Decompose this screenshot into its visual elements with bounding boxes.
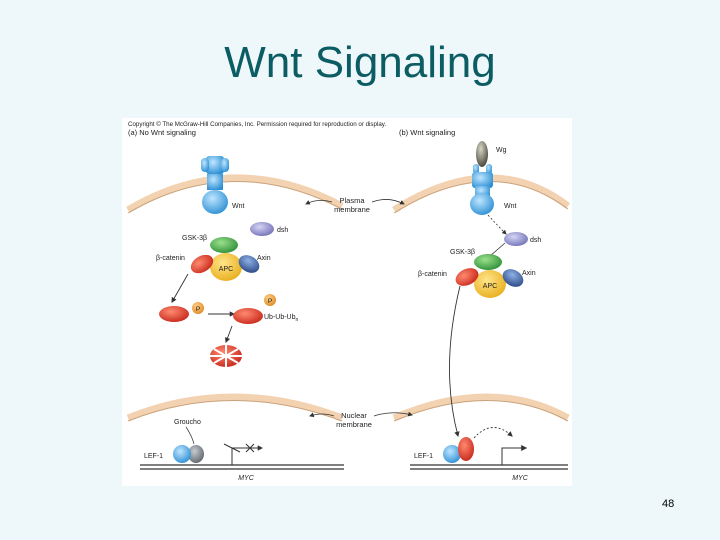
page-number: 48	[662, 498, 675, 510]
nuclear-membrane-label-1: Nuclear	[341, 411, 367, 420]
myc-label-b: MYC	[512, 475, 529, 482]
apc-a	[210, 253, 242, 281]
panel-b-title: (b) Wnt signaling	[399, 128, 455, 137]
active-promoter-b	[501, 445, 528, 465]
axin-b	[502, 269, 524, 287]
lef1-label-b: LEF-1	[414, 453, 433, 460]
degraded-beta-catenin-a	[210, 345, 242, 367]
nuclear-membrane-pointer-left	[309, 412, 335, 418]
apc-label-b: APC	[483, 283, 497, 290]
arrow-to-nucleus-b	[449, 285, 461, 438]
wnt-label-b: Wnt	[504, 203, 517, 210]
plasma-membrane-a-edge	[127, 181, 343, 214]
nuclear-membrane-b	[392, 393, 570, 422]
lef1-label-a: LEF-1	[144, 453, 163, 460]
dsh-a	[250, 222, 274, 236]
arrow-to-dsh-b	[487, 214, 507, 235]
beta-catenin-label-a: β-catenin	[156, 255, 185, 262]
phosphate-a-2	[264, 294, 276, 306]
apc-b	[474, 270, 506, 298]
gsk3b-a	[210, 237, 238, 253]
plasma-membrane-pointer-right	[371, 199, 405, 205]
beta-catenin-label-b: β-catenin	[418, 271, 447, 278]
wnt-label-a: Wnt	[232, 203, 245, 210]
lef1-b	[443, 445, 461, 463]
wg-label-b: Wg	[496, 147, 507, 154]
plasma-membrane-a	[126, 174, 344, 214]
dsh-label-b: dsh	[530, 237, 541, 244]
arrow-to-degradation-a	[224, 325, 233, 344]
wnt-signaling-figure: Copyright © The McGraw-Hill Companies, I…	[122, 118, 572, 486]
copyright-notice: Copyright © The McGraw-Hill Companies, I…	[128, 121, 386, 128]
groucho-a	[188, 445, 204, 463]
panel-a-title: (a) No Wnt signaling	[128, 128, 196, 137]
axin-label-b: Axin	[522, 270, 536, 277]
groucho-pointer-a	[185, 426, 195, 445]
lef1-a	[173, 445, 191, 463]
dsh-b	[504, 232, 528, 246]
wnt-receptor-a	[201, 156, 229, 214]
beta-catenin-a	[190, 254, 214, 274]
wg-ligand-b	[476, 141, 488, 167]
gsk3b-label-a: GSK-3β	[182, 235, 207, 242]
nuclear-membrane-label-2: membrane	[336, 420, 372, 429]
apc-label-a: APC	[219, 266, 233, 273]
plasma-membrane-pointer-left	[305, 200, 333, 205]
gsk3b-b	[474, 254, 502, 270]
dsh-inhibit-b	[489, 242, 506, 257]
myc-label-a: MYC	[238, 475, 255, 482]
phosphate-label-a-2: P	[268, 298, 272, 305]
nuclear-membrane-a-edge	[127, 400, 343, 422]
plasma-membrane-label-2: membrane	[334, 205, 370, 214]
nuclear-membrane-pointer-right	[373, 411, 413, 417]
beta-catenin-ubiquitinated-a	[233, 308, 263, 324]
beta-catenin-nuclear-b	[458, 437, 474, 461]
activation-arc-b	[473, 427, 513, 439]
wnt-receptor-b	[470, 164, 494, 215]
gsk3b-label-b: GSK-3β	[450, 249, 475, 256]
dsh-label-a: dsh	[277, 227, 288, 234]
block-x-a	[245, 443, 255, 453]
diagram-canvas: Copyright © The McGraw-Hill Companies, I…	[126, 121, 571, 482]
nuclear-membrane-a	[126, 393, 344, 422]
arrow-to-phospho-a	[171, 273, 189, 303]
groucho-label-a: Groucho	[174, 419, 201, 426]
nuclear-membrane-b-edge	[393, 400, 569, 422]
blocked-promoter-a	[223, 443, 241, 465]
slide-title: Wnt Signaling	[224, 38, 496, 87]
axin-label-a: Axin	[257, 255, 271, 262]
ubiquitin-label-a: Ub-Ub-Ubn	[264, 314, 299, 323]
plasma-membrane-label-1: Plasma	[339, 196, 365, 205]
axin-a	[238, 255, 260, 273]
beta-catenin-b	[455, 268, 479, 286]
phosphate-a-1	[192, 302, 204, 314]
beta-catenin-phospho-a	[159, 306, 189, 322]
phosphate-label-a-1: P	[196, 306, 200, 313]
